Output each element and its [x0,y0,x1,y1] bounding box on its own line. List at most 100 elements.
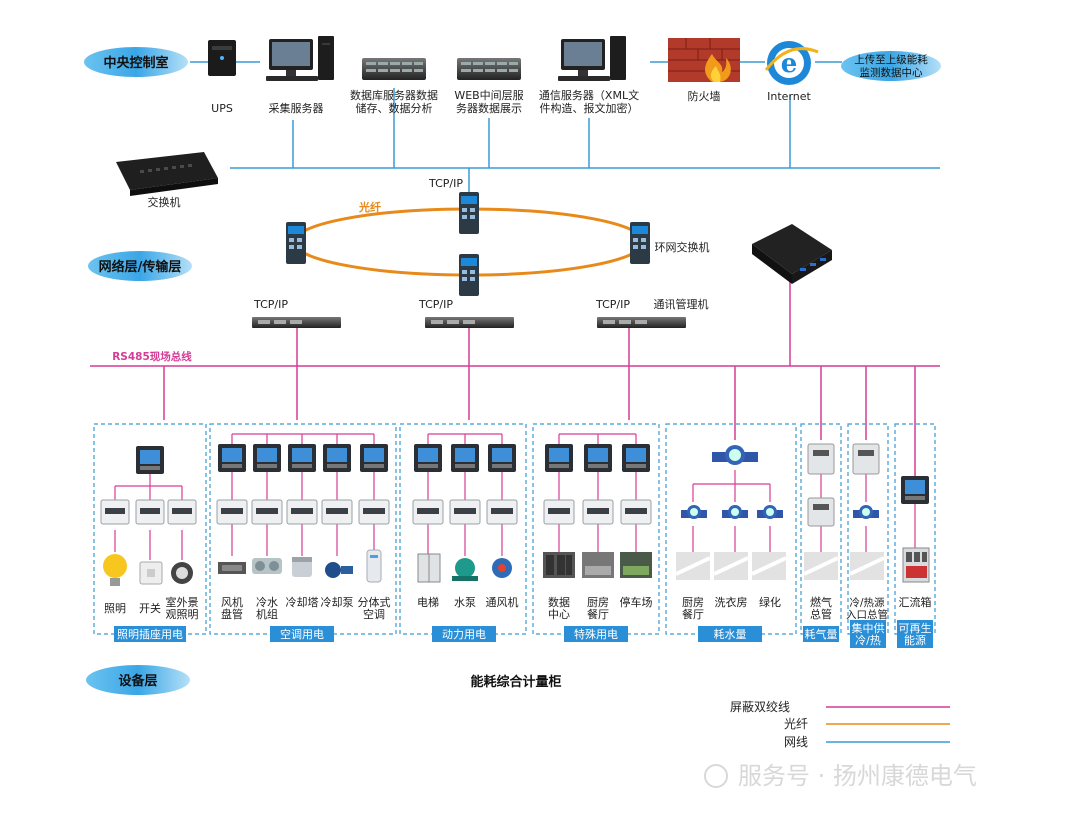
din-meter-icon [358,499,390,525]
group-tag-water-text: 耗水量 [714,628,747,641]
load-label-ventilator: 通风机 [486,595,519,609]
panel-meter-icon [414,444,442,472]
collector-server: 采集服务器 [266,36,334,115]
kitchen-icon [582,552,614,578]
din-meter-icon [412,499,444,525]
firewall-label: 防火墙 [688,89,721,103]
cabinet-title: 能耗综合计量柜 [470,674,561,690]
din-meter-icon [251,499,283,525]
load-label-combiner: 汇流箱 [899,595,932,609]
panel-meter-icon [360,444,388,472]
water-pump-icon [452,558,478,581]
upload-center-pill: 上传至上级能耗 监测数据中心 [841,51,941,81]
din-meter-icon [216,499,248,525]
din-meter-icon [449,499,481,525]
web-server: WEB中间层服 务器数据展示 [454,58,524,115]
ring-switch-label: 环网交换机 [655,240,710,254]
layer-label-device: 设备层 [118,673,157,689]
group-tag-central-heat-text-2: 冷/热 [855,634,881,647]
meter-layer [100,444,929,525]
elevator-icon [417,553,441,583]
fan-coil-icon [218,562,246,574]
ups-device: UPS [208,40,236,115]
legend-label-shielded: 屏蔽双绞线 [730,699,790,714]
tcpip-label-1: TCP/IP [253,298,288,311]
comm-server: 通信服务器（XML文 件构造、报文加密） [539,36,639,115]
heat-meter-icon [852,443,880,475]
comm-manager-label: 通讯管理机 [654,297,709,311]
spotlight-icon [171,562,193,584]
load-label-cooling-tower: 冷却塔 [286,596,319,609]
load-label-parking: 停车场 [620,595,653,609]
panel-meter-icon [288,444,316,472]
water-meter-icon-3 [757,505,783,519]
ring-switch-top: TCP/IP [428,177,479,234]
data-center-icon [543,552,575,578]
panel-meter-icon [545,444,573,472]
network-lines [190,61,940,193]
comm-manager-1: TCP/IP [252,298,341,328]
chiller-icon [252,558,282,574]
load-label-outdoor-1: 室外景 [166,595,199,609]
load-label-fan-coil-2: 盘管 [221,607,243,621]
group-tag-gas-text: 耗气量 [805,627,838,641]
load-label-fan-coil-1: 风机 [221,595,243,609]
layer-pill-device: 设备层 [86,665,190,695]
socket-switch-icon [139,561,163,585]
panel-meter-icon [488,444,516,472]
din-meter-icon [543,499,575,525]
rs485-label: RS485现场总线 [112,350,192,363]
load-label-chiller-1: 冷水 [256,596,278,609]
cooling-tower-icon [292,557,312,577]
legend: 屏蔽双绞线 光纤 网线 [730,699,950,749]
legend-label-fiber: 光纤 [784,717,808,731]
load-label-cooling-pump: 冷却泵 [321,596,354,609]
comm-manager-3: TCP/IP 通讯管理机 [595,297,709,328]
load-label-heat-main-2: 入口总管 [846,608,888,621]
wechat-icon [704,764,728,788]
comm-label-line1: 通信服务器（XML文 [539,88,639,102]
panel-meter-icon [901,476,929,504]
load-label-kitchen-2: 餐厅 [587,607,609,621]
collector-label: 采集服务器 [269,101,324,115]
core-switch-label: 交换机 [148,195,181,209]
load-label-split-ac-1: 分体式 [358,595,391,609]
layer-label-central: 中央控制室 [103,55,168,71]
load-label-switch: 开关 [139,601,161,615]
load-label-outdoor-2: 观照明 [166,608,199,621]
group-tag-central-heat: 集中供 冷/热 [850,620,886,648]
pipe-icon-kitchen [675,552,711,580]
gas-meter-icon-2 [807,497,835,527]
load-label-kitchen-1: 厨房 [587,596,609,609]
svg-text:e: e [781,49,798,79]
ring-switch-bottom [459,254,479,296]
split-ac-icon [366,549,382,583]
din-meter-icon [286,499,318,525]
group-tag-renewable-text-1: 可再生 [899,621,932,635]
layer-pill-network: 网络层/传输层 [88,251,192,281]
core-switch: 交换机 [116,152,218,209]
load-label-chiller-2: 机组 [256,607,278,621]
group-tag-hvac-text: 空调用电 [280,627,324,641]
upload-label-line1: 上传至上级能耗 [854,53,928,66]
load-label-greening: 绿化 [759,595,781,609]
group-tag-renewable-text-2: 能源 [904,633,926,647]
ventilator-icon [492,558,512,578]
panel-meter-icon [622,444,650,472]
load-label-gas-main-2: 总管 [810,607,832,621]
internet-label: Internet [767,90,811,103]
load-label-laundry: 洗衣房 [715,595,748,609]
panel-meter-icon [323,444,351,472]
group-wiring [114,433,916,560]
web-label-line2: 务器数据展示 [456,101,522,115]
load-label-lighting: 照明 [104,602,126,615]
load-label-kitchen-w-1: 厨房 [682,596,704,609]
group-tag-hvac: 空调用电 [270,626,334,642]
ups-label: UPS [211,102,233,115]
layer-label-network: 网络层/传输层 [99,259,182,275]
ring-switch-left [286,222,306,264]
group-tag-special-text: 特殊用电 [574,627,618,641]
group-tag-special: 特殊用电 [564,626,628,642]
din-meter-icon [135,499,165,525]
